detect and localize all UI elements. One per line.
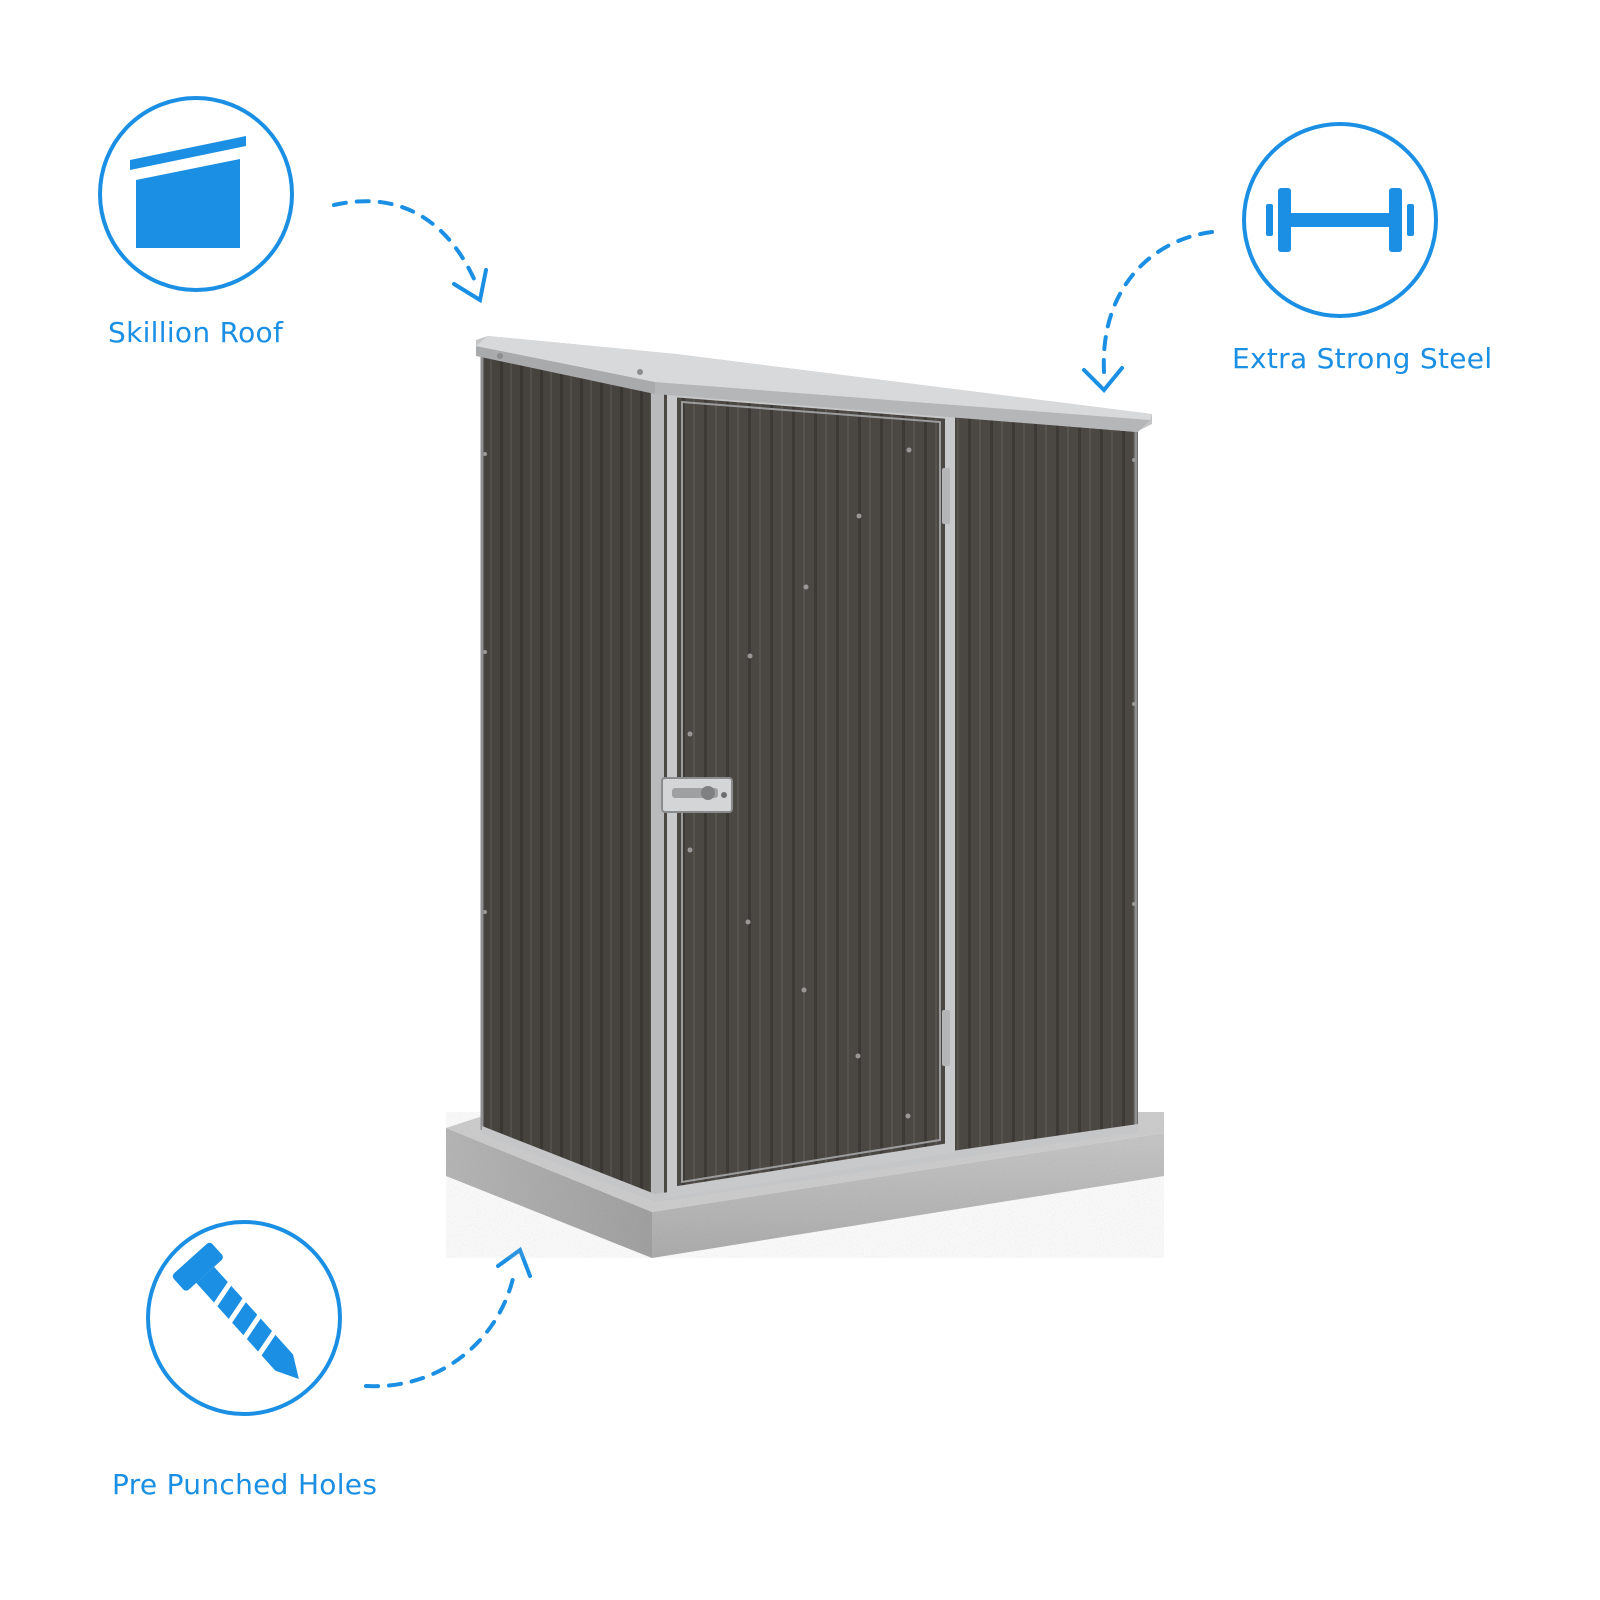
door-hinges [942,468,950,1066]
screw-icon-ring [146,1220,342,1416]
arrow-roof [332,199,488,304]
pre-punched-holes-label: Pre Punched Holes [112,1468,378,1501]
shed-front-wall [655,392,1138,1198]
arrow-steel [1082,230,1214,393]
dumbbell-icon-ring [1242,122,1438,318]
feature-extra-strong-steel [1242,122,1438,318]
skillion-roof-icon-ring [98,96,294,292]
rivets [483,447,1136,1119]
screw-icon [172,1242,299,1379]
corner-trim [651,390,664,1199]
garden-shed-image [446,336,1164,1258]
shed-roof [476,336,1152,432]
door-latch[interactable] [661,777,733,813]
skillion-roof-label: Skillion Roof [108,316,284,349]
dumbbell-icon [1266,188,1414,252]
extra-strong-steel-label: Extra Strong Steel [1232,342,1493,375]
feature-pre-punched-holes [146,1220,342,1416]
arrow-holes [364,1246,532,1389]
shed-side-wall [482,354,655,1198]
skillion-roof-icon [130,136,246,248]
feature-skillion-roof [98,96,294,292]
